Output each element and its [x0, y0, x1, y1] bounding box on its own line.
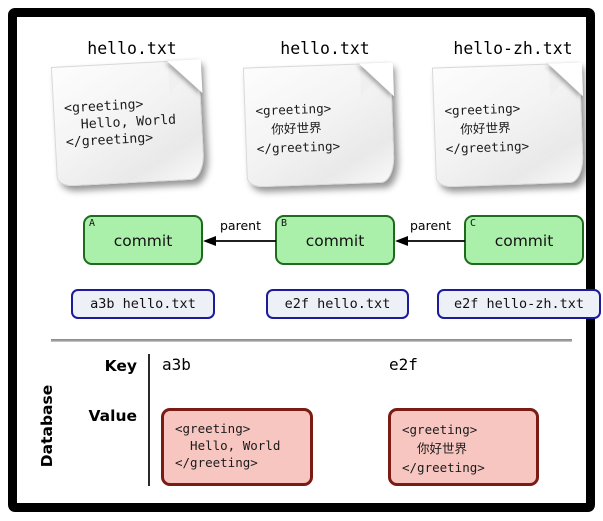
document-icon-1: <greeting> Hello, World </greeting>: [50, 59, 207, 189]
file-title-2: hello.txt: [280, 39, 370, 58]
database-section-label: Database: [38, 384, 56, 468]
file-title-3: hello-zh.txt: [453, 39, 573, 58]
database-value-label: Value: [88, 407, 137, 425]
arrow-icon: [395, 236, 465, 246]
arrow-icon: [203, 236, 276, 246]
document-content-2: <greeting> 你好世界 </greeting>: [255, 100, 341, 157]
commit-label-c: commit: [494, 232, 554, 250]
commit-node-a[interactable]: A commit: [83, 215, 203, 265]
parent-arrow-b-to-a: [203, 233, 276, 253]
paper-fold-icon: [358, 62, 395, 98]
parent-arrow-label-2: parent: [410, 218, 451, 233]
commit-corner-label-c: C: [470, 218, 477, 229]
parent-arrow-c-to-b: [395, 233, 465, 253]
commit-node-b[interactable]: B commit: [275, 215, 395, 265]
file-title-1: hello.txt: [87, 39, 177, 58]
diagram-canvas: hello.txt hello.txt hello-zh.txt <greeti…: [17, 17, 603, 521]
diagram-frame: hello.txt hello.txt hello-zh.txt <greeti…: [8, 8, 601, 512]
commit-label-b: commit: [305, 232, 365, 250]
paper-fold-icon: [166, 59, 203, 95]
tree-entry-2[interactable]: e2f hello.txt: [266, 289, 409, 319]
paper-fold-icon: [547, 62, 584, 98]
document-content-3: <greeting> 你好世界 </greeting>: [444, 100, 530, 157]
database-value-blob-2[interactable]: <greeting> 你好世界 </greeting>: [388, 408, 539, 486]
commit-corner-label-a: A: [89, 218, 96, 229]
commit-node-c[interactable]: C commit: [464, 215, 584, 265]
tree-entry-3[interactable]: e2f hello-zh.txt: [437, 289, 601, 319]
commit-label-a: commit: [113, 232, 173, 250]
tree-entry-1[interactable]: a3b hello.txt: [71, 289, 215, 319]
database-column-divider: [148, 354, 150, 486]
database-key-2: e2f: [389, 355, 418, 374]
document-icon-3: <greeting> 你好世界 </greeting>: [431, 62, 586, 189]
database-value-blob-1[interactable]: <greeting> Hello, World </greeting>: [161, 408, 313, 486]
database-key-1: a3b: [162, 355, 191, 374]
database-key-label: Key: [104, 357, 137, 375]
commit-corner-label-b: B: [281, 218, 288, 229]
section-divider: [51, 339, 572, 342]
document-content-1: <greeting> Hello, World </greeting>: [63, 97, 177, 151]
parent-arrow-label-1: parent: [220, 218, 261, 233]
document-icon-2: <greeting> 你好世界 </greeting>: [242, 62, 397, 189]
